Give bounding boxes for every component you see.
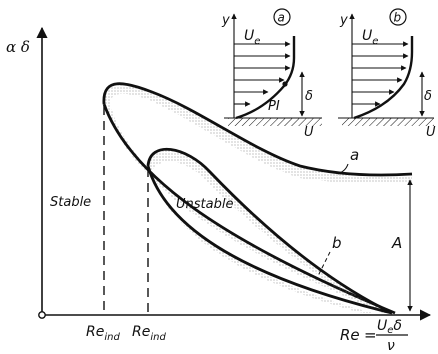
- y-axis-label: α δ: [6, 38, 30, 56]
- inset-a-badge-label: a: [278, 11, 285, 25]
- equals-sign: =: [364, 326, 377, 344]
- curve-b-upper: [146, 147, 393, 315]
- inset-a-badge: [273, 8, 291, 26]
- inset-profile-a: y Ue a δ PI U: [221, 8, 322, 140]
- amplitude-label: A: [391, 234, 402, 252]
- formula-numerator: Ueδ: [377, 318, 402, 336]
- main-axes: [36, 26, 432, 321]
- inset-a-delta-label: δ: [305, 89, 313, 104]
- inset-b-wall-hatch: [342, 118, 434, 126]
- inset-b-y-label: y: [339, 13, 348, 28]
- inset-profile-b: y Ue b δ U: [338, 8, 436, 140]
- inset-b-badge-label: b: [394, 11, 402, 25]
- curve-b-lower: [146, 165, 393, 315]
- inset-a-wall-hatch: [228, 118, 322, 126]
- x-axis-label: Re: [340, 326, 360, 344]
- neutral-curve-b: [146, 147, 393, 315]
- stable-region-label: Stable: [50, 195, 91, 210]
- curve-a-lower: [102, 103, 396, 315]
- curve-a-label: a: [350, 146, 359, 164]
- inset-b-u-label: U: [426, 125, 436, 140]
- inset-b-delta-label: δ: [424, 89, 432, 104]
- inset-a-pi-label: PI: [268, 99, 280, 114]
- curve-b-stipple: [148, 149, 388, 313]
- curve-a-upper: [102, 82, 413, 177]
- inset-a-u-label: U: [304, 125, 314, 140]
- curve-b-label: b: [332, 234, 342, 252]
- inset-a-inflection-point: [282, 81, 288, 87]
- neutral-curve-a: [102, 82, 413, 315]
- curve-b-leader: [317, 251, 331, 277]
- origin-marker: [38, 311, 46, 319]
- inset-a-y-label: y: [221, 13, 230, 28]
- formula-denominator: ν: [387, 338, 395, 354]
- inset-b-profile: [353, 36, 414, 120]
- re-ind-tick-2: Reind: [132, 324, 166, 343]
- inset-a-profile: [235, 36, 296, 120]
- unstable-region-label: Unstable: [176, 197, 233, 212]
- re-ind-tick-1: Reind: [86, 324, 120, 343]
- inset-b-badge: [389, 8, 407, 26]
- curve-a-leader: [337, 163, 349, 175]
